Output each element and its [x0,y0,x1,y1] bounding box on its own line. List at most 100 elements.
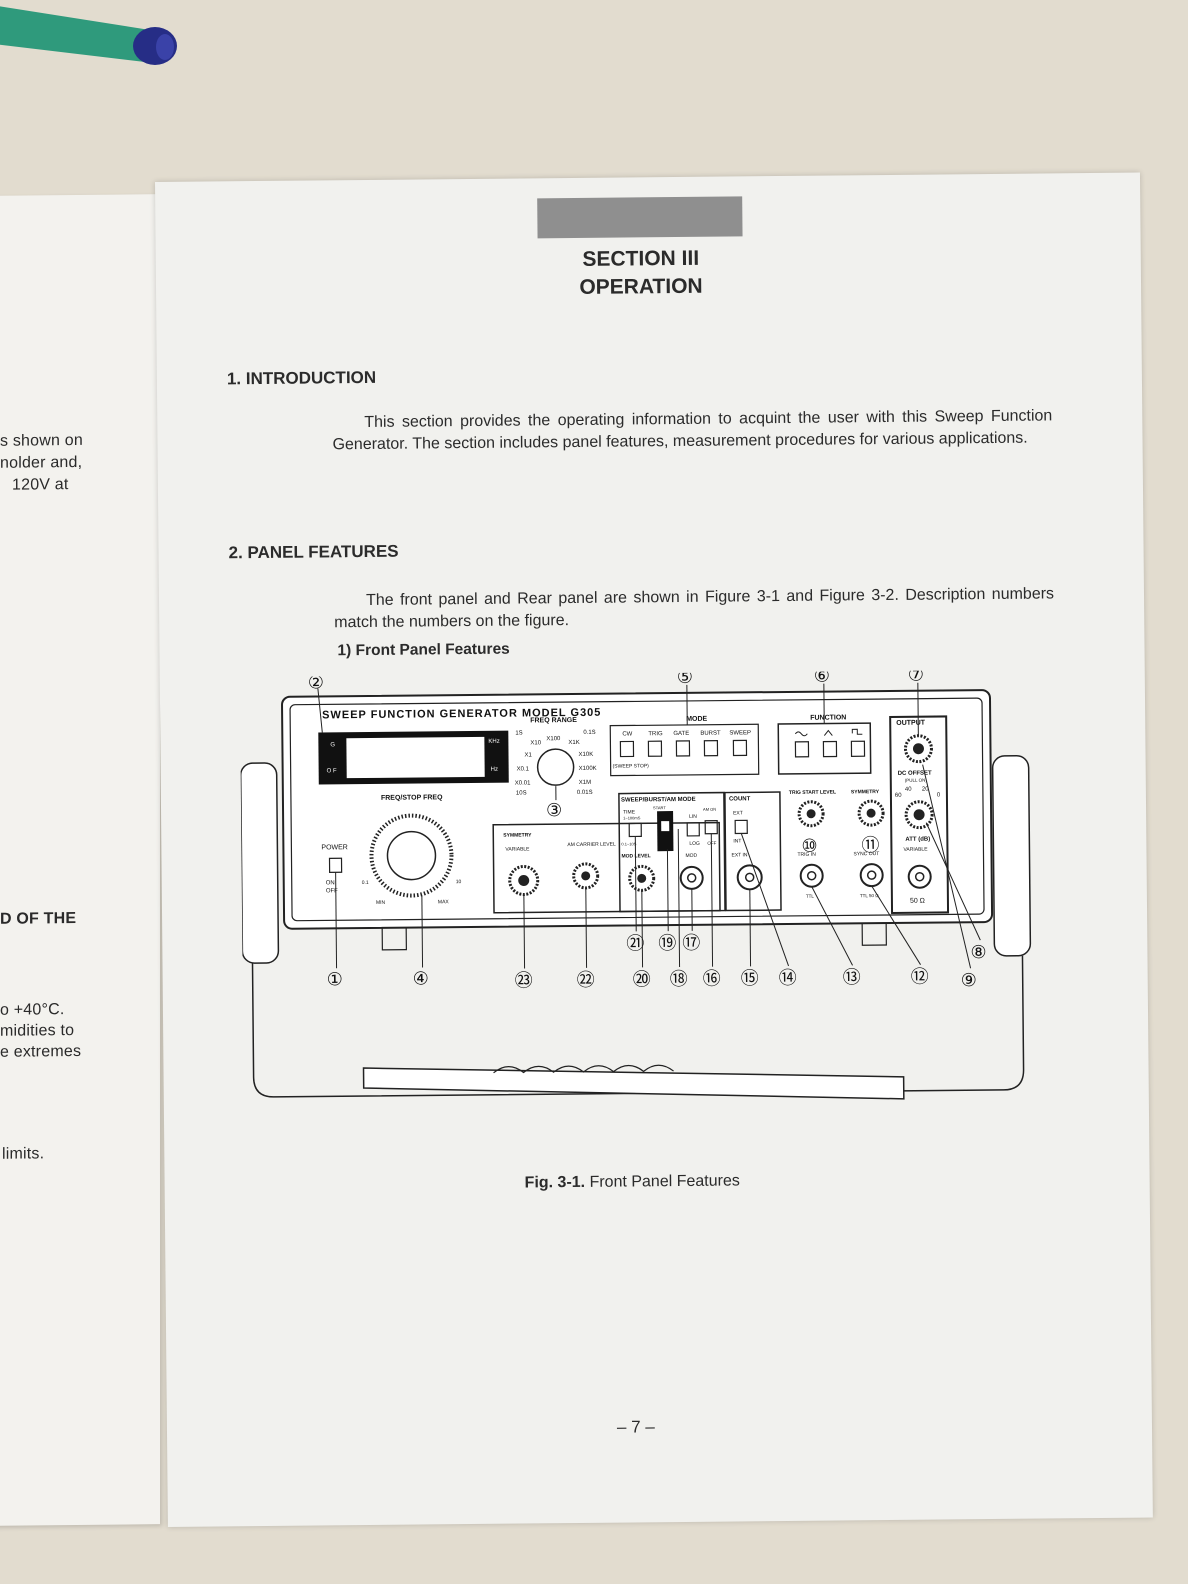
section-number: SECTION III [582,246,700,271]
sweep-group-label: SWEEP/BURST/AM MODE [621,797,696,804]
callout-numbers: ① ② ③ ④ ⑤ ⑥ ⑦ ⑧ ⑨ ⑩ ⑪ ⑫ ⑬ ⑭ ⑮ ⑯ ⑰ ⑱ ⑲ ⑳ [308,670,987,991]
symmetry-level-knob [857,799,885,827]
intro-heading: 1. INTRODUCTION [226,367,377,389]
mod-label: MOD [685,853,697,859]
count-box [724,791,782,912]
callout: ⑰ [682,933,700,953]
symmetry-variable-label: VARIABLE [505,846,530,852]
offset-scale: 60 [895,793,902,799]
sync-out-label: SYNC OUT [853,851,879,857]
front-panel-subheading: 1) Front Panel Features [337,640,510,660]
grip-ridges [493,1064,674,1074]
khz-label: KHz [488,739,499,745]
function-label: FUNCTION [810,714,846,721]
symmetry-am-box [492,821,721,914]
trig-in-label: TRIG IN [797,852,816,858]
min-label: MIN [376,900,386,906]
left-handle [239,762,280,964]
intro-paragraph: This section provides the operating info… [332,405,1052,456]
slider-thumb [661,821,670,832]
am-carrier-label: AM CARRIER LEVEL [567,842,616,848]
range-label: X1 [524,752,532,758]
dial-high-label: 10 [456,879,462,885]
callout: ④ [413,968,429,988]
time-range-label: 1~100mS [623,815,641,820]
left-foot [381,927,407,951]
caption-label: Fig. 3-1. [524,1173,586,1192]
att-label: ATT (dB) [905,837,930,843]
callout: ② [308,672,324,692]
display-window [346,736,485,779]
freq-stop-label: FREQ/STOP FREQ [381,794,443,802]
lin-label: LIN [689,814,697,820]
sine-icon [794,731,808,737]
trig-level-knob [797,800,825,828]
output-connector-pin [914,871,925,882]
left-page: s shown on nolder and, 120V at D OF THE … [0,194,160,1526]
sine-switch [794,741,810,758]
range-label: X10 [530,740,541,746]
callout: ⑧ [970,942,986,962]
display-of-label: O F [327,768,337,774]
attenuator-knob [904,800,934,830]
left-text-line: o +40°C. [0,1001,65,1019]
ext-in-connector-pin [744,872,755,883]
triangle-switch [822,740,838,758]
lin-log-switch [686,822,700,837]
symmetry-var-label: SYMMETRY [503,832,532,838]
callout: ⑮ [741,968,759,988]
mode-box [609,723,760,777]
dc-offset-label: DC OFFSET [898,771,932,777]
range-label: X100 [546,736,561,742]
symmetry-level-knob-center [866,808,876,818]
callout: ㉓ [515,970,533,990]
range-label: X10K [578,752,593,758]
trig-level-knob-center [806,809,816,819]
intro-body: This section provides the operating info… [332,407,1053,454]
triangle-icon [823,729,833,736]
time-label: TIME [623,809,636,815]
freq-range-knob [536,748,575,786]
square-switch [850,740,866,757]
callout: ⑭ [779,968,797,988]
range-label: X1M [579,780,591,786]
left-text-line: limits. [2,1145,45,1163]
range-label: X0.01 [515,780,531,786]
sync-out-connector-pin [866,870,877,880]
mode-switch [619,740,635,758]
pull-on-label: (PULL ON) [905,778,928,783]
page-number: – 7 – [616,1417,655,1437]
trig-start-level-label: TRIG START LEVEL [789,789,836,795]
callout: ⑦ [908,670,924,685]
mod-level-knob-center [637,873,647,883]
left-text-line: e extremes [0,1042,82,1061]
frequency-dial-cap [386,830,437,881]
mod-level-label: MOD LEVEL [621,853,650,859]
range-label: 10S [516,790,527,796]
mode-switch [703,740,719,757]
log-label: LOG [689,841,700,847]
callout: ⑨ [961,970,977,990]
panel-features-body: The front panel and Rear panel are shown… [334,585,1055,632]
callout: ⑥ [814,670,830,686]
right-handle [991,755,1032,957]
left-text-line: midities to [0,1022,75,1040]
panel-features-paragraph: The front panel and Rear panel are shown… [334,583,1054,634]
model-title: SWEEP FUNCTION GENERATOR MODEL G305 [322,707,601,722]
range-label: 0.01S [577,790,593,796]
callout: ⑯ [703,969,721,989]
output-connector [907,864,932,889]
callout: ⑬ [843,967,861,987]
callout: ⑳ [633,969,651,989]
callout-leaders [317,682,981,969]
variable-label: VARIABLE [903,847,928,853]
ttl-label: TTL [806,894,815,899]
count-label: COUNT [729,796,751,802]
am-carrier-knob-center [581,871,591,881]
figure-caption: Fig. 3-1. Front Panel Features [525,1172,740,1192]
panel-face [289,697,985,922]
range-label: X1K [568,740,579,746]
callout: ③ [546,800,562,820]
display-g-label: G [330,742,335,748]
